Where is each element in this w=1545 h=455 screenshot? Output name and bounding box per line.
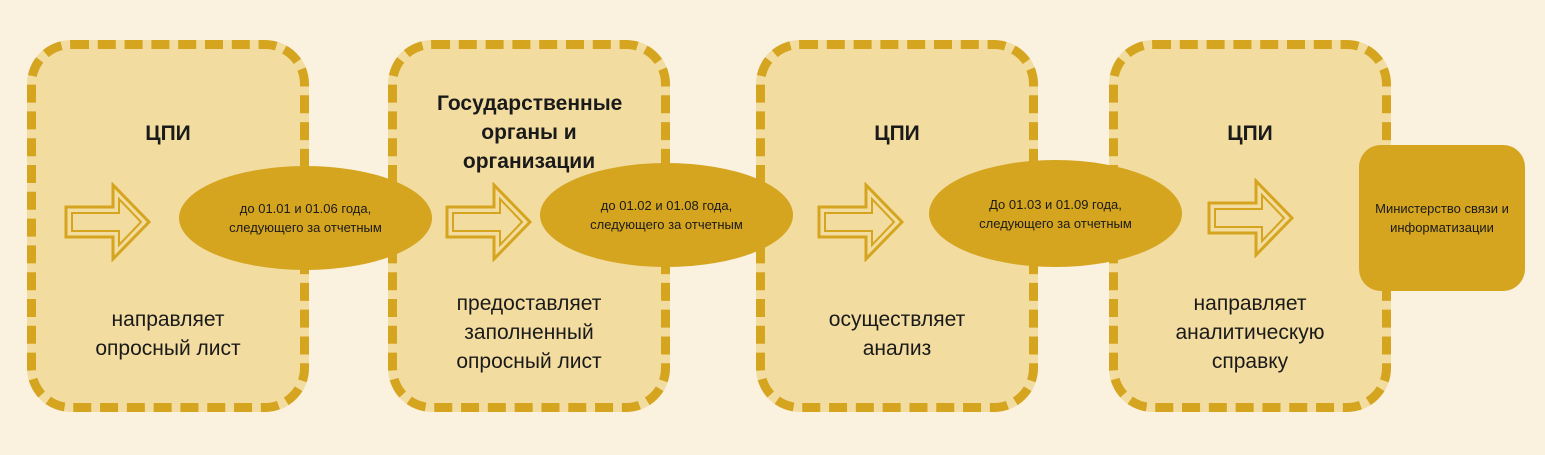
- right-arrow-icon: [64, 182, 152, 262]
- deadline-text-3: До 01.03 и 01.09 года, следующего за отч…: [979, 196, 1132, 231]
- step-action-1: направляет опросный лист: [95, 308, 241, 360]
- step-title-2: Государственные органы и организации: [437, 92, 623, 173]
- right-arrow-icon: [817, 182, 905, 262]
- deadline-text-2: до 01.02 и 01.08 года, следующего за отч…: [590, 198, 743, 232]
- step-title-3: ЦПИ: [874, 122, 920, 145]
- deadline-oval-2: до 01.02 и 01.08 года, следующего за отч…: [540, 163, 793, 267]
- deadline-oval-1: до 01.01 и 01.06 года, следующего за отч…: [179, 166, 432, 270]
- final-recipient-box: Министерство связи и информатизации: [1359, 145, 1525, 291]
- step-action-3: осуществляет анализ: [828, 308, 966, 360]
- step-action-2: предоставляет заполненный опросный лист: [456, 292, 602, 373]
- step-action-4: направляет аналитическую справку: [1175, 292, 1325, 373]
- step-title-4: ЦПИ: [1227, 122, 1273, 145]
- right-arrow-icon: [445, 182, 533, 262]
- final-recipient-label: Министерство связи и информатизации: [1375, 201, 1509, 235]
- deadline-text-1: до 01.01 и 01.06 года, следующего за отч…: [229, 201, 382, 235]
- step-title-1: ЦПИ: [145, 122, 191, 145]
- deadline-oval-3: До 01.03 и 01.09 года, следующего за отч…: [929, 160, 1182, 267]
- right-arrow-icon: [1207, 178, 1295, 258]
